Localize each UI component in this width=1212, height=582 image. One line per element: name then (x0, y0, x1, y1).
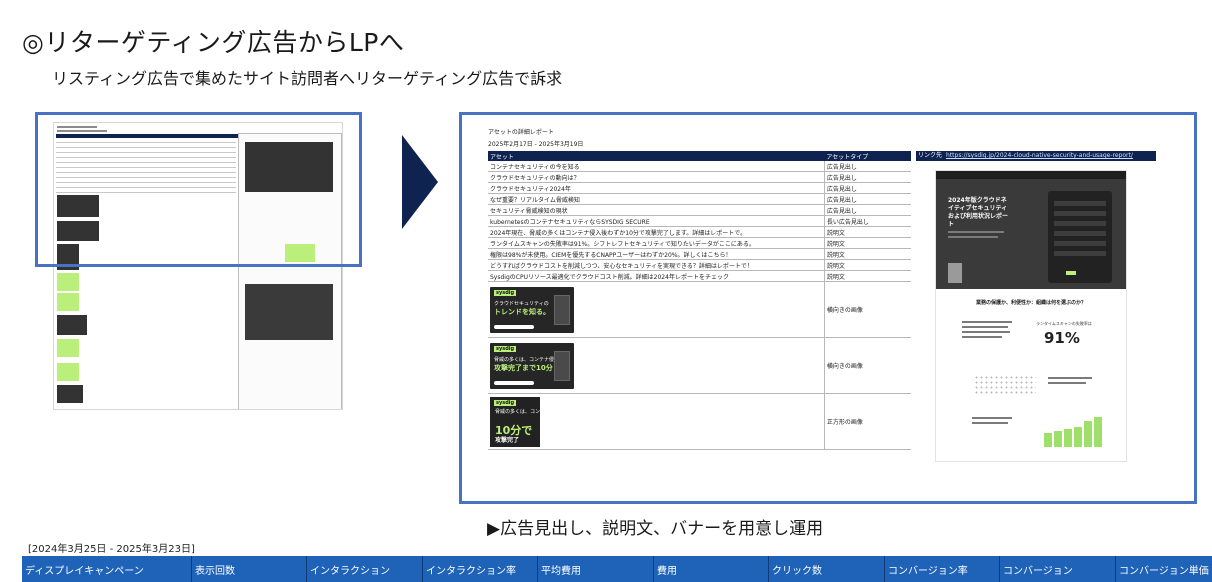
page-subtitle: リスティング広告で集めたサイト訪問者へリターゲティング広告で訴求 (52, 69, 563, 88)
asset-table: アセット アセットタイプ コンテナセキュリティの今を知る広告見出し クラウドセキ… (488, 151, 911, 450)
asset-text: クラウドセキュリティの動向は？ (488, 171, 825, 183)
sysdig-logo: sysdig (494, 345, 517, 352)
banner-line1: 脅威の多くは、コンテナ侵入から (495, 408, 571, 415)
banner-line1: 脅威の多くは、コンテナ侵入後 (494, 356, 565, 363)
banner-line2: トレンドを知る。 (494, 307, 550, 316)
asset-type: 広告見出し (823, 204, 911, 216)
table-row: sysdig 脅威の多くは、コンテナ侵入後 攻撃完了まで10分 横向きの画像 (488, 337, 911, 394)
asset-type: 説明文 (823, 248, 911, 260)
table-row: sysdig クラウドセキュリティの トレンドを知る。 横向きの画像 (488, 281, 911, 338)
col-clicks[interactable]: クリック数 (768, 556, 885, 582)
asset-type: 説明文 (823, 237, 911, 249)
table-row: 権限は98%が未使用。CIEMを優先するCNAPPユーザーはわずか20%。詳しく… (488, 248, 911, 260)
table-row: コンテナセキュリティの今を知る広告見出し (488, 161, 911, 172)
banner-image-landscape-1: sysdig クラウドセキュリティの トレンドを知る。 (490, 286, 574, 333)
table-row: 2024年現在、脅威の多くはコンテナ侵入後わずか10分で攻撃完了します。詳細はレ… (488, 226, 911, 238)
stats-table-header: ディスプレイキャンペーン 表示回数 インタラクション インタラクション率 平均費… (22, 556, 1212, 582)
table-row: sysdig 脅威の多くは、コンテナ侵入から 10分で 攻撃完了 正方形の画像 (488, 393, 911, 450)
table-row: なぜ重要？リアルタイム脅威検知広告見出し (488, 193, 911, 205)
asset-text: なぜ重要？リアルタイム脅威検知 (488, 193, 825, 205)
thumbnail-highlight-frame (35, 112, 362, 267)
caption: ▶広告見出し、説明文、バナーを用意し運用 (487, 519, 824, 539)
asset-text: kubernetesのコンテナセキュリティならSYSDIG SECURE (488, 215, 825, 227)
col-conversions[interactable]: コンバージョン (999, 556, 1116, 582)
lp-section-heading: 業務の保護か、利便性か：組織は何を選ぶのか？ (976, 300, 1086, 306)
sysdig-logo: sysdig (494, 289, 517, 296)
asset-text: クラウドセキュリティ2024年 (488, 182, 825, 194)
asset-type: 広告見出し (823, 161, 911, 172)
landing-page-link[interactable]: https://sysdig.jp/2024-cloud-native-secu… (946, 152, 1133, 159)
table-row: ランタイムスキャンの失敗率は91%。シフトレフトセキュリティで知りたいデータがこ… (488, 237, 911, 249)
asset-text: 権限は98%が未使用。CIEMを優先するCNAPPユーザーはわずか20%。詳しく… (488, 248, 825, 260)
col-asset-type: アセットタイプ (824, 151, 911, 161)
stats-date-range: [2024年3月25日 - 2025年3月23日] (28, 544, 195, 555)
asset-type: 正方形の画像 (823, 393, 911, 450)
banner-line2: 攻撃完了まで10分 (494, 363, 553, 372)
asset-text: 2024年現在、脅威の多くはコンテナ侵入後わずか10分で攻撃完了します。詳細はレ… (488, 226, 825, 238)
col-interaction-rate[interactable]: インタラクション率 (422, 556, 538, 582)
asset-type: 説明文 (823, 270, 911, 282)
asset-type: 広告見出し (823, 171, 911, 183)
asset-text: コンテナセキュリティの今を知る (488, 161, 825, 172)
col-impressions[interactable]: 表示回数 (191, 556, 307, 582)
col-display-campaign[interactable]: ディスプレイキャンペーン (22, 556, 192, 582)
col-asset: アセット (488, 151, 825, 161)
col-avg-cost[interactable]: 平均費用 (537, 556, 654, 582)
asset-type: 説明文 (823, 226, 911, 238)
col-interactions[interactable]: インタラクション (306, 556, 423, 582)
table-row: セキュリティ脅威検知の現状広告見出し (488, 204, 911, 216)
asset-type: 横向きの画像 (823, 337, 911, 394)
col-cost-per-conversion[interactable]: コンバージョン単価 (1115, 556, 1212, 582)
banner-image-square: sysdig 脅威の多くは、コンテナ侵入から 10分で 攻撃完了 (490, 396, 570, 447)
banner-line2: 10分で (495, 423, 533, 437)
page-title: ◎リターゲティング広告からLPへ (22, 28, 405, 57)
link-label: リンク先 (918, 152, 943, 159)
col-conversion-rate[interactable]: コンバージョン率 (884, 556, 1000, 582)
table-row: SysdigのCPUリソース最適化でクラウドコスト削減。詳細は2024年レポート… (488, 270, 911, 282)
arrow-right-icon (402, 135, 438, 229)
asset-text: ランタイムスキャンの失敗率は91%。シフトレフトセキュリティで知りたいデータがこ… (488, 237, 825, 249)
landing-page-preview: 2024年版クラウドネイティブセキュリティおよび利用状況レポート 業務の保護か、… (935, 170, 1127, 462)
sysdig-logo: sysdig (494, 399, 517, 406)
report-title: アセットの詳細レポート (488, 129, 554, 136)
banner-image-landscape-2: sysdig 脅威の多くは、コンテナ侵入後 攻撃完了まで10分 (490, 342, 574, 389)
lp-stat-label: ランタイムスキャンの失敗率は (1036, 321, 1092, 326)
lp-stat-value: 91% (1044, 329, 1080, 347)
table-row: クラウドセキュリティ2024年広告見出し (488, 182, 911, 194)
report-date: 2025年2月17日 - 2025年3月19日 (488, 141, 584, 148)
table-row: どうすればクラウドコストを削減しつつ、安心なセキュリティを実現できる？詳細はレポ… (488, 259, 911, 271)
asset-text: セキュリティ脅威検知の現状 (488, 204, 825, 216)
asset-text: SysdigのCPUリソース最適化でクラウドコスト削減。詳細は2024年レポート… (488, 270, 825, 282)
table-row: クラウドセキュリティの動向は？広告見出し (488, 171, 911, 183)
banner-line3: 攻撃完了 (495, 436, 520, 444)
lp-hero-heading: 2024年版クラウドネイティブセキュリティおよび利用状況レポート (948, 197, 1009, 228)
asset-type: 説明文 (823, 259, 911, 271)
asset-type: 広告見出し (823, 182, 911, 194)
col-cost[interactable]: 費用 (653, 556, 769, 582)
asset-type: 横向きの画像 (823, 281, 911, 338)
banner-line1: クラウドセキュリティの (494, 300, 549, 307)
asset-type: 広告見出し (823, 193, 911, 205)
asset-type: 長い広告見出し (823, 215, 911, 227)
asset-text: どうすればクラウドコストを削減しつつ、安心なセキュリティを実現できる？詳細はレポ… (488, 259, 825, 271)
